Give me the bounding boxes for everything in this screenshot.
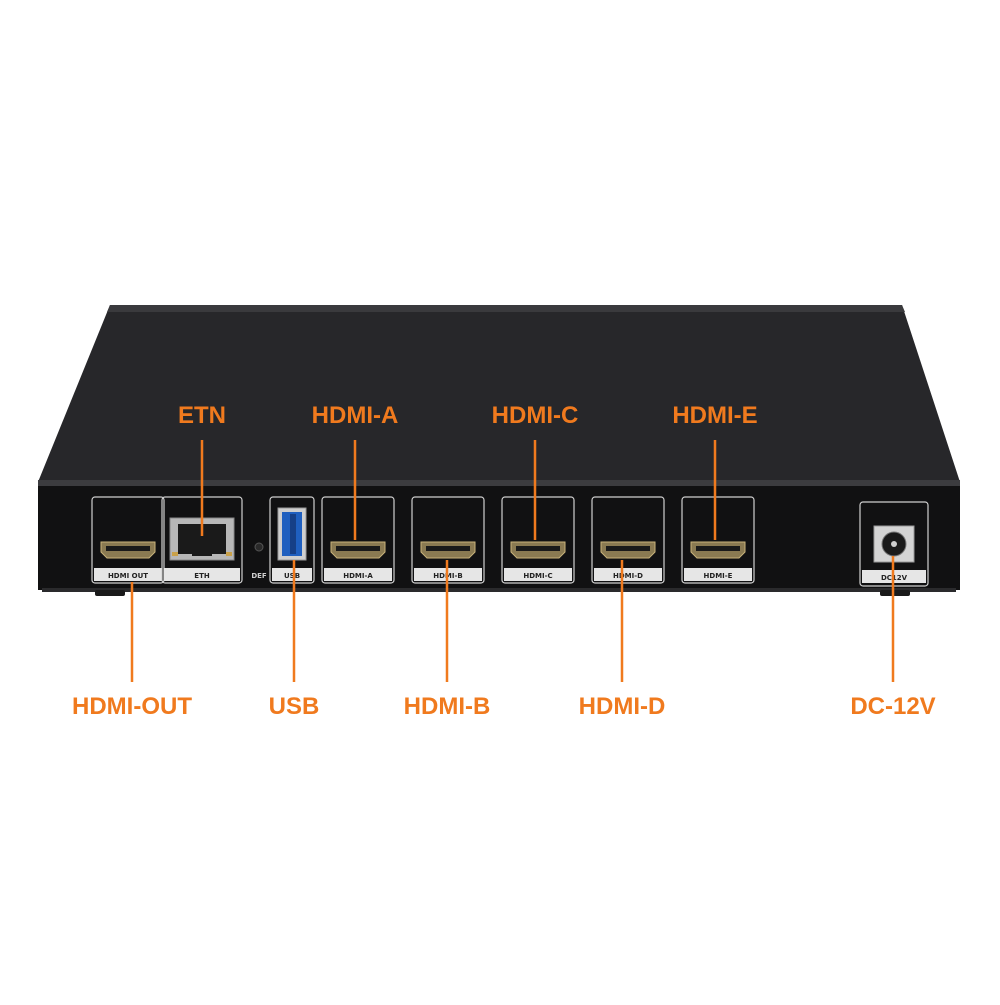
callout-etn: ETN [178,402,226,429]
usb-port-label: USB [284,572,300,580]
def-button: DEF [251,542,267,580]
callout-hdmi-c: HDMI-C [491,402,579,429]
callout-hdmi-a: HDMI-A [311,402,399,429]
hdmi-a-port: HDMI-A [321,496,395,584]
eth-port-label: ETH [194,572,210,580]
hdmi-out-port-label: HDMI OUT [108,572,148,580]
chassis-top [38,305,960,482]
callout-dc-12v: DC-12V [850,693,936,720]
callout-hdmi-d: HDMI-D [578,693,666,720]
hdmi-out-port: HDMI OUT [91,496,165,584]
hdmi-c-port: HDMI-C [501,496,575,584]
def-label: DEF [251,572,267,580]
hdmi-e-port: HDMI-E [681,496,755,584]
hdmi-a-port-label: HDMI-A [343,572,373,580]
hdmi-e-port-label: HDMI-E [704,572,733,580]
callout-hdmi-out: HDMI-OUT [72,693,192,720]
callout-hdmi-e: HDMI-E [672,402,758,429]
callout-lines [130,440,895,682]
callout-hdmi-b: HDMI-B [403,693,491,720]
hdmi-c-port-label: HDMI-C [523,572,552,580]
callout-usb: USB [268,693,320,720]
usb-port: USB [269,496,315,584]
hdmi-d-port-label: HDMI-D [613,572,643,580]
hdmi-d-port: HDMI-D [591,496,665,584]
dc-12v-port: DC12V [859,501,929,587]
dc-12v-port-label: DC12V [881,574,908,582]
